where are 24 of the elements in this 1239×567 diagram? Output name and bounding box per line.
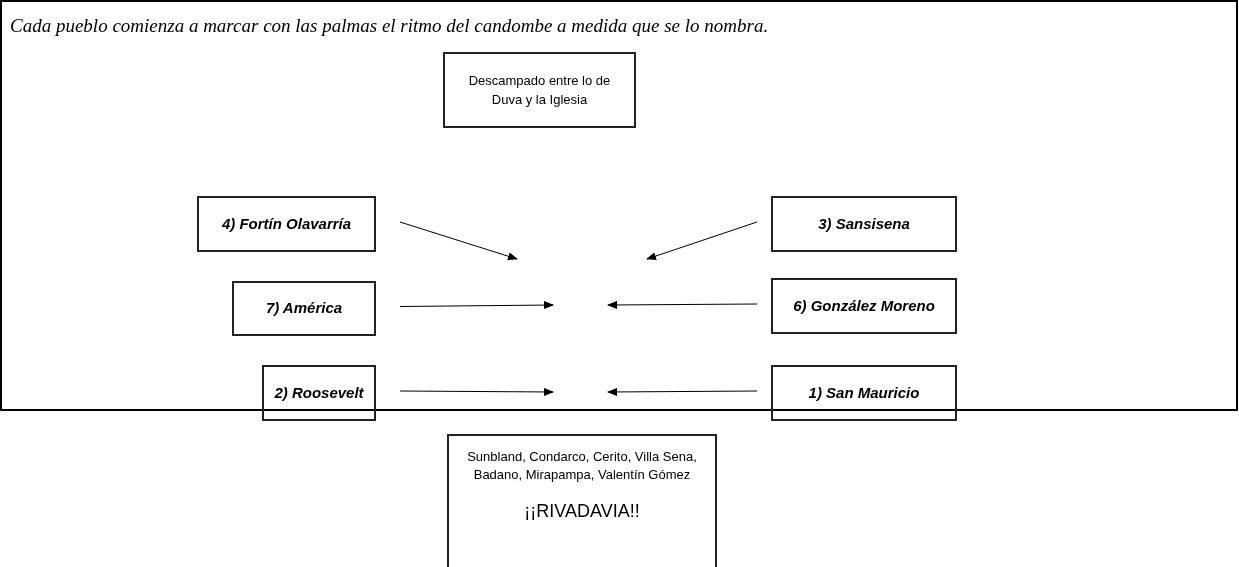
place-box <box>447 434 717 567</box>
box-label: 3) Sansisena <box>818 213 910 234</box>
caption-text: Cada pueblo comienza a marcar con las palmas el ritmo del candombe a medida que se lo nombra. <box>10 14 769 38</box>
arrow <box>607 387 758 396</box>
place-box <box>262 365 376 421</box>
place-box <box>771 196 957 252</box>
place-box <box>443 52 636 128</box>
arrow <box>399 387 554 396</box>
place-box <box>232 281 376 336</box>
place-box <box>771 278 957 334</box>
box-label: Descampado entre lo de Duva y la Iglesia <box>467 71 612 109</box>
arrow <box>399 301 554 310</box>
arrow <box>399 221 518 261</box>
arrow <box>646 221 758 260</box>
town-heading: ¡¡RIVADAVIA!! <box>524 500 640 523</box>
place-box <box>197 196 376 252</box>
box-label: 6) González Moreno <box>793 295 935 316</box>
box-label: 1) San Mauricio <box>808 382 920 403</box>
box-label: Sunbland, Condarco, Cerito, Villa Sena, Badano, Mirapampa, Valentín Gómez <box>466 448 698 484</box>
box-label: 4) Fortín Olavarría <box>221 213 352 234</box>
arrow <box>607 300 758 309</box>
box-label: 2) Roosevelt <box>274 382 364 403</box>
place-box <box>771 365 957 421</box>
box-label: 7) América <box>265 298 343 319</box>
